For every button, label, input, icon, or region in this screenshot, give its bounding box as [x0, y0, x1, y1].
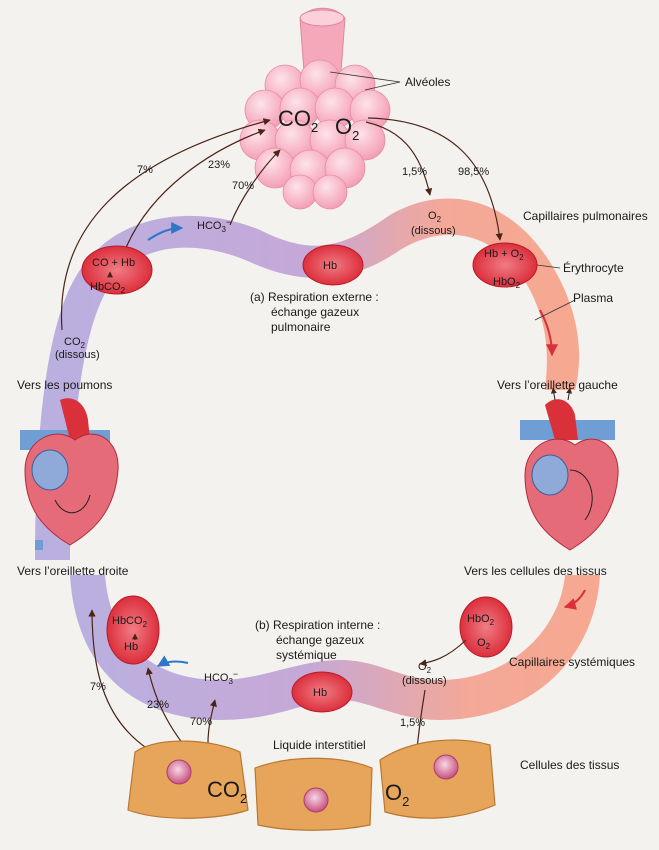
hb-bottom-left-label: Hb	[124, 641, 138, 653]
erythrocyte-label: Érythrocyte	[563, 260, 624, 275]
erythrocyte-bottom-right	[459, 596, 513, 658]
pct-1-5-top: 1,5%	[402, 166, 427, 178]
resp-externe-line1: (a) Respiration externe :	[250, 290, 379, 304]
hb-top-label: Hb	[323, 260, 337, 272]
co2-alveoli-label: CO2	[278, 106, 318, 135]
heart-left	[20, 398, 119, 550]
blue-arrow-top	[147, 222, 184, 241]
co2-dissolved-left: CO2	[64, 336, 86, 350]
capillaires-systemiques-label: Capillaires systémiques	[509, 655, 635, 669]
resp-interne-line1: (b) Respiration interne :	[255, 618, 380, 632]
vers-cellules-label: Vers les cellules des tissus	[464, 564, 607, 578]
cellules-tissus-label: Cellules des tissus	[520, 758, 619, 772]
blue-arrow-bottom	[156, 655, 189, 667]
o2-tissue-label: O2	[385, 780, 409, 809]
alveoles-label: Alvéoles	[405, 75, 450, 89]
pct-23-top: 23%	[208, 159, 230, 171]
capillaires-pulmonaires-label: Capillaires pulmonaires	[523, 209, 648, 223]
hbo2-bottom-label: HbO2	[467, 613, 495, 627]
erythrocyte-top-center	[302, 244, 364, 286]
hb-bottom-center-label: Hb	[313, 687, 327, 699]
erythrocyte-top-left	[81, 245, 153, 295]
vers-oreillette-gauche-label: Vers l’oreillette gauche	[497, 378, 618, 392]
resp-externe-line3: pulmonaire	[271, 320, 331, 334]
pct-23-bottom: 23%	[147, 699, 169, 711]
resp-interne-line3: systémique	[276, 648, 337, 662]
o2-dissolved-bottom: O2	[418, 661, 432, 675]
red-arrow-plasma	[539, 309, 558, 357]
systemic-capillary	[70, 575, 600, 720]
heart-right	[520, 387, 619, 551]
pct-7-top: 7%	[137, 164, 153, 176]
pct-7-bottom: 7%	[90, 681, 106, 693]
hbco2-bottom-label: HbCO2	[112, 615, 148, 629]
liquide-interstitiel-label: Liquide interstitiel	[273, 738, 366, 752]
pct-70-top: 70%	[232, 180, 254, 192]
erythrocyte-bottom-left	[106, 595, 160, 665]
vers-poumons-label: Vers les poumons	[17, 378, 112, 392]
o2-alveoli-label: O2	[335, 114, 359, 143]
hco3-top: HCO3−	[197, 217, 231, 234]
co2-tissue-label: CO2	[207, 777, 247, 806]
dissolved-bottom: (dissous)	[402, 675, 447, 687]
dissolved-left: (dissous)	[55, 349, 100, 361]
resp-interne-line2: échange gazeux	[276, 633, 364, 647]
hco3-bottom: HCO3−	[204, 669, 238, 686]
hbo2-top-label: HbO2	[493, 276, 521, 290]
resp-externe-line2: échange gazeux	[271, 305, 359, 319]
alveoli-cluster	[239, 59, 391, 210]
hb-o2-label: Hb + O2	[484, 248, 524, 262]
plasma-label: Plasma	[573, 291, 613, 305]
pct-70-bottom: 70%	[190, 716, 212, 728]
red-arrow-bottom	[563, 589, 586, 610]
pct-98-5: 98,5%	[458, 166, 489, 178]
dissolved-top: (dissous)	[411, 225, 456, 237]
hbco2-top-label: HbCO2	[90, 281, 126, 295]
vers-oreillette-droite-label: Vers l’oreillette droite	[17, 564, 129, 578]
pct-1-5-bottom: 1,5%	[400, 717, 425, 729]
o2-bottom-rbc-label: O2	[477, 637, 491, 651]
erythrocyte-bottom-center	[291, 671, 353, 713]
exchange-arrows-top	[60, 117, 509, 331]
co2-hb-label: CO + Hb	[92, 257, 135, 269]
o2-dissolved-top: O2	[428, 210, 442, 224]
tissue-cells	[127, 739, 496, 831]
